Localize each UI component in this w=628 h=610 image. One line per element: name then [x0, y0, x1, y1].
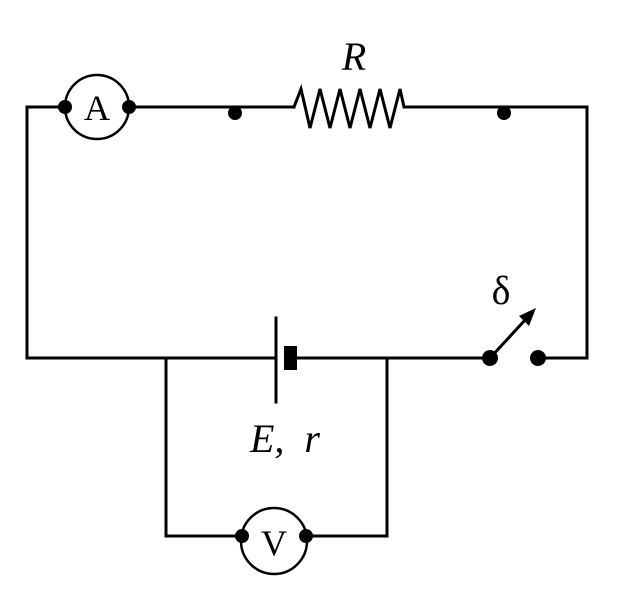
- resistor-right-terminal: [497, 106, 511, 120]
- ammeter-label: A: [84, 88, 110, 128]
- resistor: R: [228, 34, 511, 129]
- voltmeter: V: [235, 506, 313, 576]
- switch-label: δ: [492, 268, 511, 313]
- voltmeter-branch-wires: [164, 356, 389, 538]
- switch-arrow-head: [519, 308, 536, 326]
- resistor-zigzag: [292, 83, 412, 129]
- switch-right-terminal: [530, 350, 546, 366]
- battery: E, r: [249, 316, 320, 461]
- resistor-label: R: [341, 34, 366, 79]
- switch: δ: [482, 268, 546, 366]
- voltmeter-label: V: [261, 523, 287, 563]
- switch-lever: [487, 316, 529, 361]
- resistor-left-terminal: [228, 106, 242, 120]
- ammeter: A: [58, 73, 136, 141]
- voltmeter-left-terminal: [235, 529, 249, 543]
- ammeter-left-terminal: [58, 100, 72, 114]
- voltmeter-right-terminal: [299, 529, 313, 543]
- outer-loop-wires: [25, 105, 589, 360]
- ammeter-right-terminal: [122, 100, 136, 114]
- source-label: E, r: [249, 416, 320, 461]
- battery-short-plate: [284, 346, 297, 370]
